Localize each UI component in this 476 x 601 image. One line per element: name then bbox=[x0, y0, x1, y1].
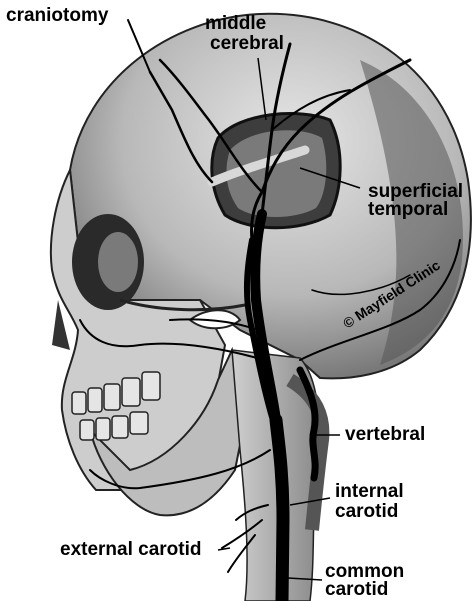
common-carotid-artery bbox=[276, 420, 283, 601]
label-internal-carotid-line1: internal bbox=[335, 482, 404, 501]
label-external-carotid: external carotid bbox=[60, 540, 202, 559]
orbit-highlight bbox=[98, 232, 138, 292]
label-internal-carotid-line2: carotid bbox=[335, 502, 398, 521]
label-superficial-temporal-line2: temporal bbox=[368, 200, 448, 219]
label-craniotomy: craniotomy bbox=[6, 6, 108, 25]
label-middle-cerebral-line2: cerebral bbox=[210, 34, 284, 53]
label-middle-cerebral-line1: middle bbox=[205, 14, 266, 33]
label-common-carotid-line2: carotid bbox=[325, 580, 388, 599]
label-vertebral: vertebral bbox=[345, 425, 425, 444]
